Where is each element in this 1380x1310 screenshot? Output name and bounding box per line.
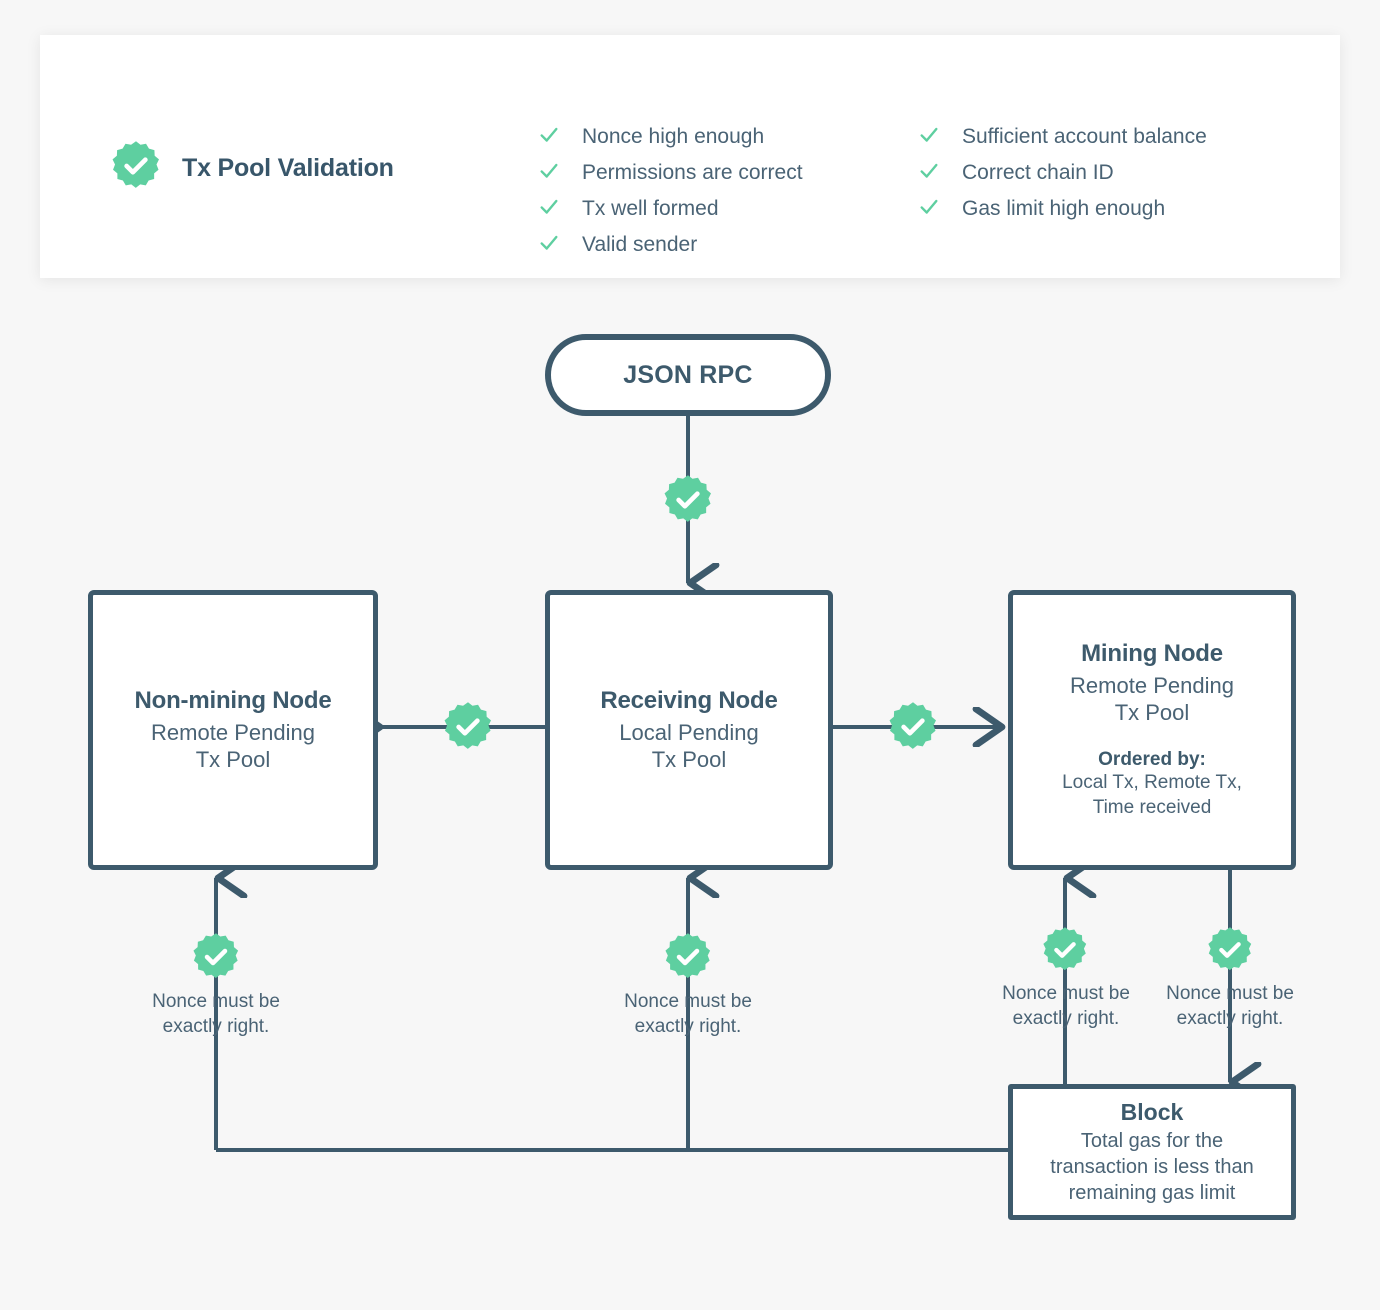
check-seal-icon: [110, 140, 162, 197]
node-title: Non-mining Node: [134, 686, 332, 714]
json-rpc-label: JSON RPC: [623, 360, 753, 389]
check-icon: [538, 160, 560, 182]
list-item: Correct chain ID: [918, 157, 1207, 193]
check-icon: [918, 160, 940, 182]
ordered-by-value: Local Tx, Remote Tx, Time received: [1062, 771, 1242, 818]
nonce-caption-receiving: Nonce must be exactly right.: [624, 991, 752, 1037]
list-item: Tx well formed: [538, 193, 803, 229]
validation-badge-nonce-mining: [1041, 926, 1089, 974]
list-item: Nonce high enough: [538, 121, 803, 157]
validation-checklist-left: Nonce high enough Permissions are correc…: [538, 121, 803, 265]
card-title-group: Tx Pool Validation: [110, 140, 394, 197]
check-icon: [538, 196, 560, 218]
json-rpc-node[interactable]: JSON RPC: [545, 334, 831, 416]
list-item: Sufficient account balance: [918, 121, 1207, 157]
check-icon: [918, 196, 940, 218]
ordered-by-label: Ordered by:: [1098, 748, 1206, 770]
node-title: Receiving Node: [600, 686, 778, 714]
block-node[interactable]: Block Total gas for the transaction is l…: [1008, 1084, 1296, 1220]
validation-badge-nonce-non-mining: [191, 932, 241, 982]
list-item: Valid sender: [538, 229, 803, 265]
node-subtitle: Remote Pending Tx Pool: [151, 719, 315, 773]
block-title: Block: [1120, 1098, 1184, 1125]
mining-node[interactable]: Mining Node Remote Pending Tx Pool Order…: [1008, 590, 1296, 870]
validation-badge-to-mining: [887, 701, 939, 753]
check-label: Nonce high enough: [582, 125, 765, 148]
validation-badge-nonce-receiving: [663, 932, 713, 982]
check-icon: [538, 124, 560, 146]
page-title: Tx Pool Validation: [182, 154, 394, 182]
check-icon: [538, 232, 560, 254]
check-label: Gas limit high enough: [962, 197, 1166, 220]
nonce-caption-mining: Nonce must be exactly right.: [1002, 983, 1130, 1029]
check-label: Tx well formed: [582, 197, 719, 220]
nonce-caption-block: Nonce must be exactly right.: [1166, 983, 1294, 1029]
nonce-caption-non-mining: Nonce must be exactly right.: [152, 991, 280, 1037]
node-title: Mining Node: [1081, 639, 1223, 667]
check-icon: [918, 124, 940, 146]
check-label: Valid sender: [582, 233, 698, 256]
validation-checklist-right: Sufficient account balance Correct chain…: [918, 121, 1207, 229]
node-subtitle: Local Pending Tx Pool: [619, 719, 759, 773]
validation-badge-nonce-block: [1206, 926, 1254, 974]
check-label: Permissions are correct: [582, 161, 803, 184]
validation-badge-json-rpc: [662, 474, 714, 526]
check-label: Sufficient account balance: [962, 125, 1207, 148]
list-item: Gas limit high enough: [918, 193, 1207, 229]
check-label: Correct chain ID: [962, 161, 1114, 184]
non-mining-node[interactable]: Non-mining Node Remote Pending Tx Pool: [88, 590, 378, 870]
block-subtitle: Total gas for the transaction is less th…: [1050, 1129, 1254, 1204]
receiving-node[interactable]: Receiving Node Local Pending Tx Pool: [545, 590, 833, 870]
validation-badge-to-non-mining: [442, 701, 494, 753]
node-subtitle: Remote Pending Tx Pool: [1070, 672, 1234, 726]
tx-pool-validation-card: Tx Pool Validation Nonce high enough Per…: [40, 35, 1340, 278]
list-item: Permissions are correct: [538, 157, 803, 193]
